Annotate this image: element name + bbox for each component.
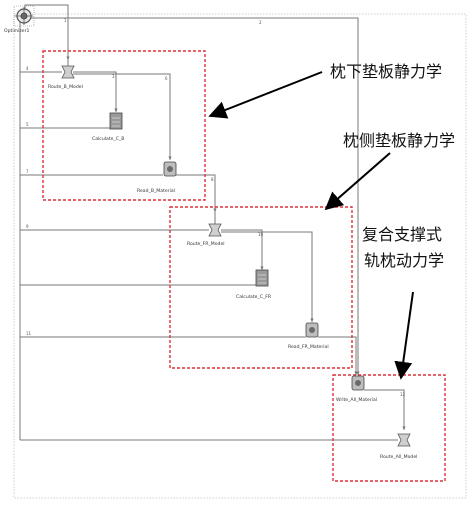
link-label: 1 <box>64 18 67 23</box>
route-icon <box>61 65 75 79</box>
link-label: 7 <box>26 169 29 174</box>
group-box-underplate-static <box>42 50 206 201</box>
route-icon <box>397 433 411 447</box>
node-label: Read_FR_Material <box>288 344 329 350</box>
node-label: Optimizer1 <box>4 28 29 34</box>
connections <box>19 4 406 441</box>
node-label: Route_All_Model <box>380 454 417 460</box>
link-label: 6 <box>165 76 168 81</box>
annotation-underplate-static: 枕下垫板静力学 <box>330 62 442 81</box>
group-box-composite-dynamics <box>332 374 446 482</box>
calculate-c-fr-node[interactable]: Calculate_C_FR <box>236 269 272 300</box>
calculator-icon <box>255 269 269 287</box>
link-label: 12 <box>400 392 406 397</box>
route-b-model-node[interactable]: Route_B_Model <box>48 60 83 90</box>
arrow-composite <box>394 291 414 380</box>
wire-2 <box>30 16 360 376</box>
annotation-composite-line1: 复合支撑式 <box>362 225 442 244</box>
wire-3 <box>73 71 118 113</box>
link-label: 11 <box>26 331 32 336</box>
calculator-icon <box>109 112 123 130</box>
calculate-c-b-node[interactable]: Calculate_C_B <box>92 112 124 142</box>
node-label: Route_B_Model <box>48 84 83 90</box>
node-label: Route_FR_Model <box>187 241 225 247</box>
link-label: 10 <box>258 232 264 237</box>
read-b-material-node[interactable]: Read_B_Material <box>137 161 177 194</box>
node-label: Calculate_C_FR <box>236 294 272 300</box>
route-icon <box>208 223 222 237</box>
write-all-material-node[interactable]: Write_All_Material <box>336 375 377 403</box>
arrow-sideplate <box>324 152 391 211</box>
link-label: 9 <box>26 224 29 229</box>
arrow-underplate <box>208 71 323 119</box>
workspace-frame <box>13 13 467 499</box>
node-label: Calculate_C_B <box>92 136 124 142</box>
link-label: 8 <box>211 177 214 182</box>
link-label: 4 <box>26 66 29 71</box>
wire-12 <box>221 231 314 323</box>
wire-6 <box>73 73 172 161</box>
wire-8 <box>176 174 217 213</box>
wire-15 <box>364 389 406 431</box>
link-numbers: 1 2 3 4 5 6 7 8 9 10 11 12 <box>26 18 406 397</box>
link-label: 3 <box>112 74 115 79</box>
link-label: 5 <box>26 122 29 127</box>
group-boxes <box>42 50 446 482</box>
annotation-arrows <box>208 71 414 380</box>
wire-14 <box>318 336 358 376</box>
optimizer-node[interactable]: Optimizer1 <box>4 5 35 34</box>
wire-1 <box>24 4 70 61</box>
route-all-model-node[interactable]: Route_All_Model <box>380 433 417 460</box>
node-label: Read_B_Material <box>137 188 175 194</box>
route-fr-model-node[interactable]: Route_FR_Model <box>187 212 225 247</box>
read-fr-material-node[interactable]: Read_FR_Material <box>288 322 329 350</box>
node-label: Write_All_Material <box>336 397 377 403</box>
group-box-sideplate-static <box>169 206 353 369</box>
annotation-composite-line2: 轨枕动力学 <box>364 251 444 270</box>
annotation-sideplate-static: 枕侧垫板静力学 <box>343 131 455 150</box>
wire-10 <box>221 229 264 271</box>
link-label: 2 <box>259 20 262 25</box>
